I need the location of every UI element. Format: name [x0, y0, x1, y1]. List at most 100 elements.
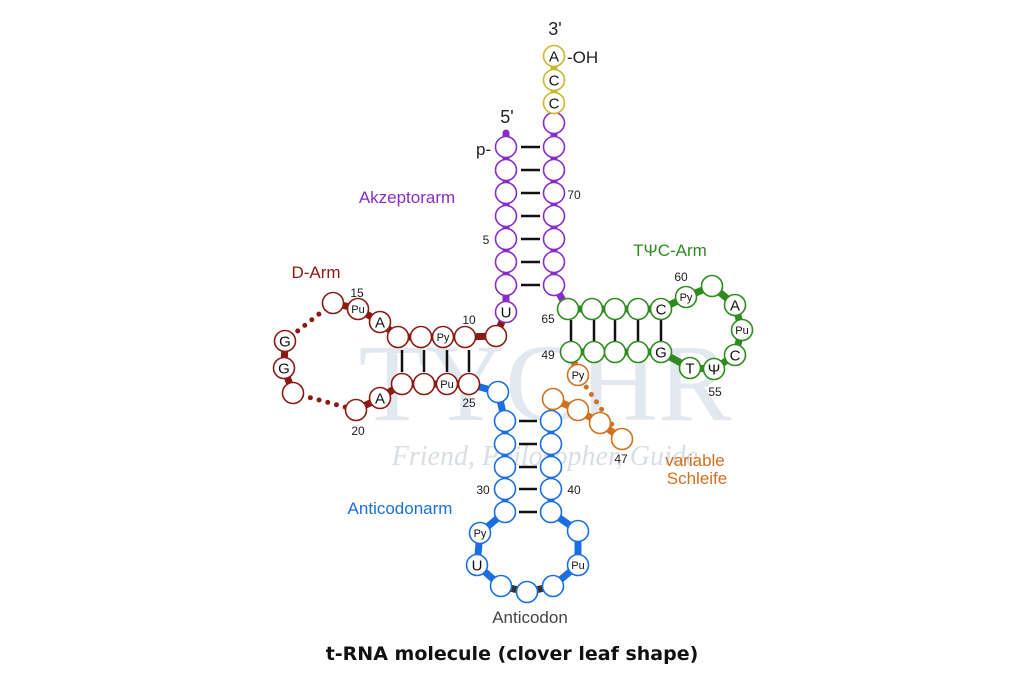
- nucleotide-circle: [556, 297, 580, 321]
- nucleotide-letter: Py: [437, 332, 450, 344]
- nucleotide-letter: U: [501, 305, 512, 322]
- nucleotide-letter: U: [472, 558, 483, 575]
- nucleotide-circle: [493, 477, 517, 501]
- position-60: 60: [674, 270, 688, 284]
- nucleotide-circle: [539, 455, 563, 479]
- nucleotide-d-arm: A: [368, 310, 392, 334]
- nucleotide-circle: [649, 340, 673, 364]
- nucleotide-circle: [542, 273, 566, 297]
- nucleotide-circle: [465, 553, 489, 577]
- nucleotide-circle: [723, 343, 747, 367]
- nucleotide-variable: [566, 398, 590, 422]
- nucleotide-letter: T: [685, 361, 694, 378]
- base-pair-bonds: [400, 145, 663, 514]
- nucleotide-circle: [542, 91, 566, 115]
- nucleotide-acceptor3: [542, 181, 566, 205]
- nucleotide-circle: [484, 324, 508, 348]
- nucleotide-d-arm: [453, 325, 477, 349]
- nucleotide-circle: [346, 297, 370, 321]
- nucleotide-circle: [566, 519, 590, 543]
- nucleotide-tpsic: [582, 340, 606, 364]
- nucleotide-circle: [390, 372, 414, 396]
- nucleotide-circle: [494, 227, 518, 251]
- nucleotide-acceptor5: U: [494, 300, 518, 324]
- nucleotide-tpsic: [556, 297, 580, 321]
- nucleotide-circle: [542, 158, 566, 182]
- nucleotide-circle: [542, 135, 566, 159]
- phosphate-label: p-: [476, 140, 491, 159]
- nucleotide-circle: [542, 111, 566, 135]
- nucleotide-tpsic: [559, 340, 583, 364]
- nucleotide-anticodon-arm: [539, 432, 563, 456]
- nucleotide-letter: G: [278, 361, 290, 378]
- nucleotide-circle: [626, 340, 650, 364]
- anticodon-label: Anticodon: [492, 608, 568, 627]
- nucleotide-circle: [559, 340, 583, 364]
- nucleotide-anticodon-arm: [486, 380, 510, 404]
- nucleotide-circle: [515, 580, 539, 604]
- nucleotide-circle: [542, 181, 566, 205]
- nucleotide-tpsic: A: [723, 293, 747, 317]
- nucleotide-anticodon-arm: [493, 409, 517, 433]
- nucleotide-letter: C: [549, 96, 560, 113]
- nucleotide-anticodon-arm: [566, 519, 590, 543]
- nucleotide-circle: [566, 363, 590, 387]
- nucleotide-tpsic: [626, 340, 650, 364]
- nucleotide-tpsic: C: [723, 343, 747, 367]
- nucleotide-d-arm: [390, 372, 414, 396]
- nucleotide-cca: A: [542, 44, 566, 68]
- nucleotide-d-arm: [321, 291, 345, 315]
- nucleotide-circle: [566, 398, 590, 422]
- nucleotide-d-arm: G: [273, 329, 297, 353]
- nucleotide-tpsic: Ψ: [702, 357, 726, 381]
- nucleotide-d-arm: G: [272, 356, 296, 380]
- nucleotide-circle: [321, 291, 345, 315]
- nucleotide-letter: C: [730, 348, 741, 365]
- nucleotide-anticodon-arm: [539, 455, 563, 479]
- nucleotide-acceptor5: [494, 227, 518, 251]
- nucleotide-letter: Py: [474, 528, 487, 540]
- variable-loop-label-2: Schleife: [667, 469, 727, 488]
- nucleotide-circle: [468, 521, 492, 545]
- nucleotide-circle: [582, 340, 606, 364]
- figure-caption: t-RNA molecule (clover leaf shape): [325, 643, 699, 665]
- nucleotide-circle: [493, 500, 517, 524]
- nucleotide-tpsic: Pu: [730, 318, 754, 342]
- nucleotide-anticodon-arm: [515, 580, 539, 604]
- nucleotide-circle: [344, 398, 368, 422]
- nucleotide-anticodon-arm: [493, 477, 517, 501]
- nucleotide-circle: [539, 477, 563, 501]
- nucleotide-anticodon-arm: [539, 500, 563, 524]
- nucleotide-cca: C: [542, 68, 566, 92]
- nucleotide-d-arm: Pu: [346, 297, 370, 321]
- nucleotide-acceptor3: [542, 204, 566, 228]
- five-prime-label: 5': [500, 107, 513, 127]
- nucleotide-letter: Ψ: [708, 362, 721, 379]
- nucleotide-circle: [431, 325, 455, 349]
- nucleotide-d-arm: A: [368, 386, 392, 410]
- nucleotide-circle: [435, 372, 459, 396]
- nucleotide-circle: [702, 357, 726, 381]
- nucleotide-acceptor3: [542, 273, 566, 297]
- nucleotide-d-arm: [344, 398, 368, 422]
- nucleotide-letter: Py: [572, 370, 585, 382]
- nucleotide-circle: [368, 310, 392, 334]
- nucleotide-circle: [539, 409, 563, 433]
- nucleotide-variable: Py: [566, 363, 590, 387]
- nucleotide-anticodon-arm: [489, 574, 513, 598]
- position-15: 15: [350, 286, 364, 300]
- nucleotide-variable: [610, 427, 634, 451]
- nucleotide-variable: [588, 411, 612, 435]
- position-30: 30: [476, 483, 490, 497]
- nucleotide-circle: [494, 273, 518, 297]
- nucleotide-circle: [542, 68, 566, 92]
- nucleotide-circle: [494, 135, 518, 159]
- nucleotide-anticodon-arm: [541, 574, 565, 598]
- nucleotide-circle: [494, 250, 518, 274]
- nucleotide-anticodon-arm: Py: [468, 521, 492, 545]
- nucleotide-circle: [542, 227, 566, 251]
- nucleotide-circle: [566, 553, 590, 577]
- nucleotide-letter: C: [656, 302, 667, 319]
- nucleotide-circle: [678, 356, 702, 380]
- nucleotide-circle: [542, 250, 566, 274]
